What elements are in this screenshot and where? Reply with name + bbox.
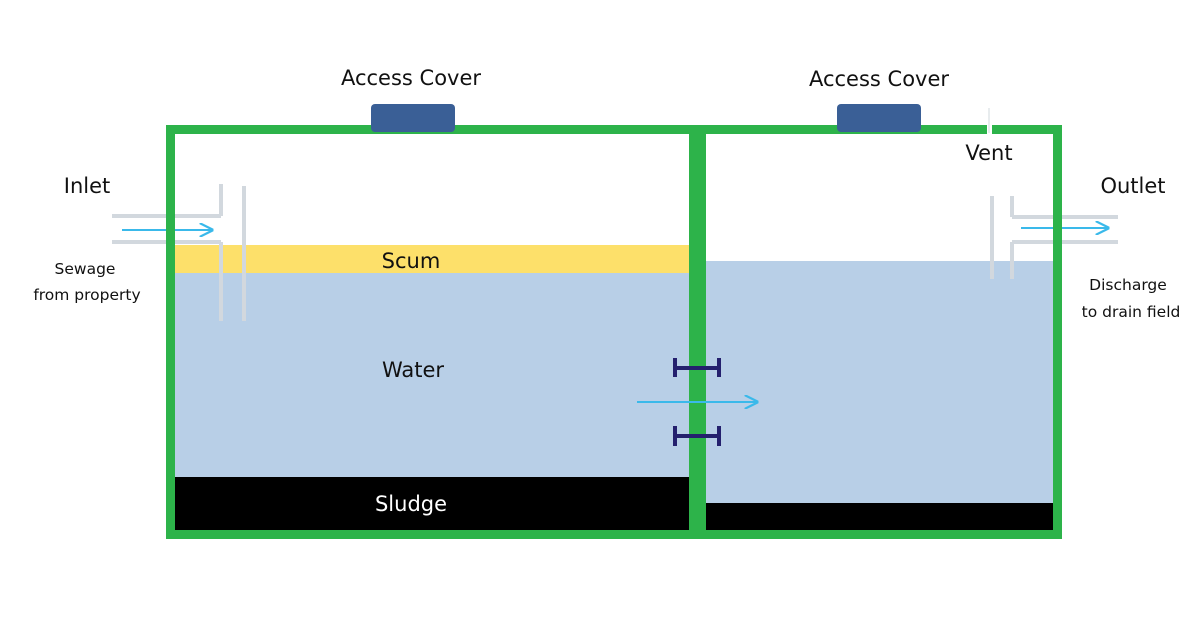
sewage-label-line2: from property [33,286,140,304]
scum-label: Scum [382,249,441,273]
access-cover-left-label: Access Cover [341,66,481,90]
scum-layer [174,245,690,273]
inlet-label: Inlet [64,174,111,198]
discharge-label-line1: Discharge [1089,276,1167,294]
access-cover-left [371,104,455,132]
left-water [174,272,690,478]
water-label: Water [382,358,444,382]
inlet-pipe [112,184,246,321]
right-water [705,261,1057,504]
baffle-upper-icon [673,358,721,377]
vent-label: Vent [965,141,1012,165]
sewage-label-line1: Sewage [55,260,116,278]
outlet-pipe [990,196,1118,279]
discharge-label-line2: to drain field [1082,303,1181,321]
left-sludge [174,477,690,531]
access-cover-right-label: Access Cover [809,67,949,91]
right-sludge [705,503,1057,531]
access-cover-right [837,104,921,132]
baffle-lower-icon [673,426,721,446]
outlet-label: Outlet [1100,174,1165,198]
sludge-label: Sludge [375,492,447,516]
